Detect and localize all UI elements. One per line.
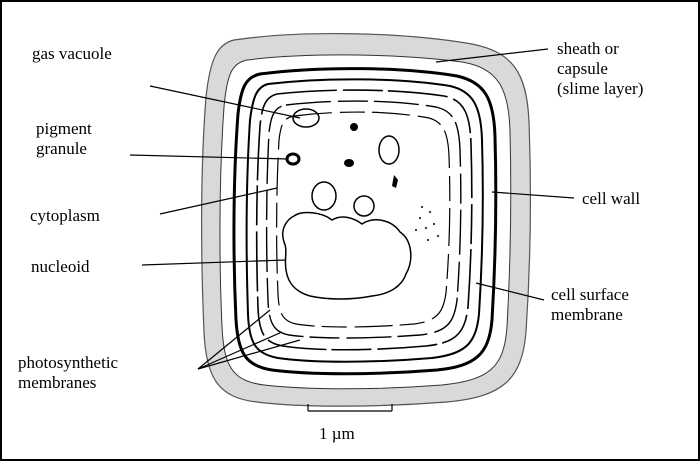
pigment-granule-3 <box>344 159 354 167</box>
label-cell-wall: cell wall <box>582 189 640 209</box>
label-cell-surface-membrane: cell surface membrane <box>551 285 629 325</box>
label-cytoplasm: cytoplasm <box>30 206 100 226</box>
scale-bar-label: 1 µm <box>319 424 355 444</box>
label-photosynthetic-membranes: photosynthetic membranes <box>18 353 118 393</box>
label-nucleoid: nucleoid <box>31 257 90 277</box>
pigment-granule-1 <box>350 123 358 131</box>
label-sheath: sheath or capsule (slime layer) <box>557 39 643 99</box>
nucleoid-shape <box>283 213 411 299</box>
label-pigment-granule: pigment granule <box>36 119 92 159</box>
label-gas-vacuole: gas vacuole <box>32 44 112 64</box>
